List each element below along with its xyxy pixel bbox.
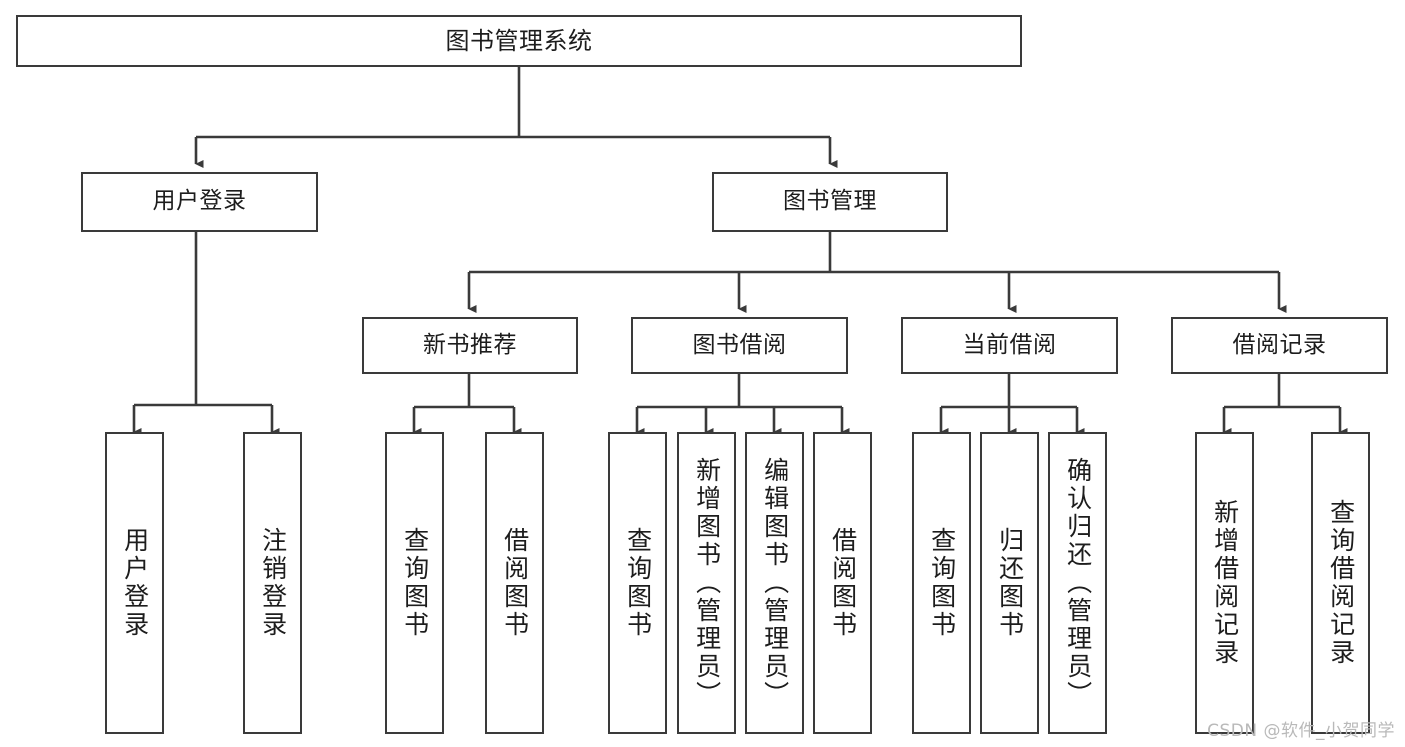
leaf-logout-login[interactable]: 注销登录: [243, 432, 302, 734]
node-user-login[interactable]: 用户登录: [81, 172, 318, 232]
node-label: 查询图书: [623, 527, 653, 639]
node-label: 归还图书: [995, 527, 1025, 639]
leaf-borrow-add-book-admin[interactable]: 新增图书（管理员）: [677, 432, 736, 734]
node-book-management[interactable]: 图书管理: [712, 172, 948, 232]
node-label: 查询图书: [400, 527, 430, 639]
node-label: 借阅图书: [500, 527, 530, 639]
node-label: 新增借阅记录: [1210, 499, 1240, 667]
leaf-borrow-edit-book-admin[interactable]: 编辑图书（管理员）: [745, 432, 804, 734]
node-new-book-recommend[interactable]: 新书推荐: [362, 317, 578, 374]
leaf-current-confirm-return-admin[interactable]: 确认归还（管理员）: [1048, 432, 1107, 734]
node-label: 查询借阅记录: [1326, 499, 1356, 667]
leaf-current-return-book[interactable]: 归还图书: [980, 432, 1039, 734]
node-book-borrow[interactable]: 图书借阅: [631, 317, 848, 374]
node-borrow-record[interactable]: 借阅记录: [1171, 317, 1388, 374]
node-current-borrow[interactable]: 当前借阅: [901, 317, 1118, 374]
leaf-record-add-borrow-record[interactable]: 新增借阅记录: [1195, 432, 1254, 734]
node-label: 图书管理: [783, 188, 877, 215]
node-label: 用户登录: [152, 188, 247, 215]
node-label: 当前借阅: [962, 331, 1057, 358]
node-label: 用户登录: [120, 527, 150, 639]
leaf-newbook-borrow-book[interactable]: 借阅图书: [485, 432, 544, 734]
node-root-library-system[interactable]: 图书管理系统: [16, 15, 1022, 67]
leaf-user-login[interactable]: 用户登录: [105, 432, 164, 734]
leaf-record-query-borrow-record[interactable]: 查询借阅记录: [1311, 432, 1370, 734]
node-label: 编辑图书（管理员）: [760, 457, 790, 709]
node-label: 图书借阅: [692, 331, 787, 358]
node-label: 确认归还（管理员）: [1063, 457, 1093, 709]
leaf-borrow-borrow-book[interactable]: 借阅图书: [813, 432, 872, 734]
node-label: 注销登录: [258, 527, 288, 639]
leaf-current-query-book[interactable]: 查询图书: [912, 432, 971, 734]
node-label: 查询图书: [927, 527, 957, 639]
node-label: 图书管理系统: [445, 26, 593, 55]
node-label: 借阅图书: [828, 527, 858, 639]
node-label: 新书推荐: [423, 331, 517, 358]
leaf-newbook-query-book[interactable]: 查询图书: [385, 432, 444, 734]
leaf-borrow-query-book[interactable]: 查询图书: [608, 432, 667, 734]
node-label: 借阅记录: [1232, 331, 1327, 358]
node-label: 新增图书（管理员）: [692, 457, 722, 709]
